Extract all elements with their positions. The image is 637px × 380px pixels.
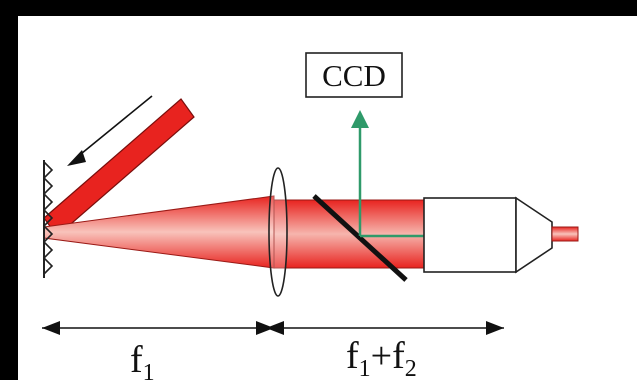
beam-splitter [312, 194, 408, 282]
objective-body [423, 197, 517, 273]
output-beam [551, 226, 579, 242]
dimension-f1 [42, 321, 274, 335]
label-f1-plus-f2: f1+f2 [346, 335, 417, 380]
grating [42, 160, 54, 278]
ccd-box [305, 52, 403, 98]
lens [268, 167, 288, 297]
dimension-f1-plus-f2 [266, 321, 504, 335]
objective-cone [515, 196, 553, 274]
collimated-beam [273, 199, 425, 269]
ccd-label: CCD [322, 58, 386, 93]
incoming-direction-arrow [67, 95, 153, 166]
label-f1: f1 [130, 339, 155, 380]
ccd-light-path [351, 110, 424, 238]
